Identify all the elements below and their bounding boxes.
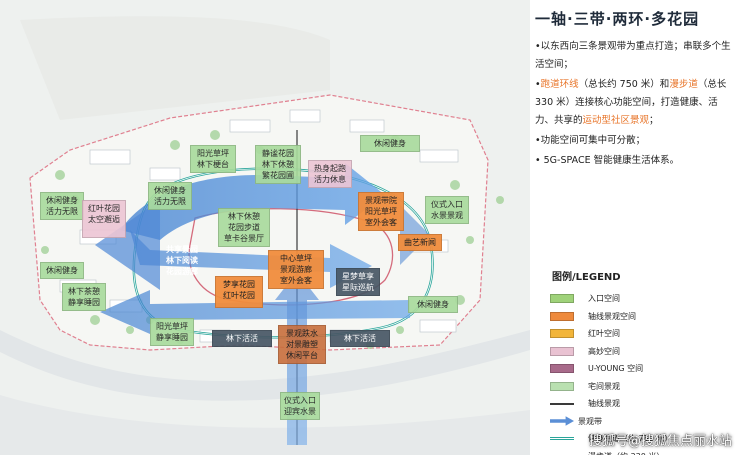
map-label: 仪式入口 水景景观 (425, 196, 469, 224)
map-label: 休闲健身 (40, 262, 84, 279)
map-label: 林下休憩 花园步道 草卡谷景厅 (218, 208, 270, 247)
bullet-highlight: 运动型社区景观 (582, 115, 650, 126)
bullet-item: •功能空间可集中可分散； (535, 132, 735, 150)
legend-label: 轴线景观 (588, 399, 620, 409)
legend-swatch (550, 329, 574, 339)
map-label: 林下活活 (330, 330, 390, 347)
legend-label: 红叶空间 (588, 329, 620, 339)
legend-label: U-YOUNG 空间 (588, 364, 644, 374)
bullet-text: • (535, 79, 541, 90)
bullet-text: • 5G-SPACE 智能健康生活体系。 (535, 155, 680, 166)
map-label: 静谧花园 林下休憩 繁花园圃 (255, 145, 301, 184)
legend-label: 高妙空间 (588, 346, 620, 356)
bullet-text: （总长约 750 米）和 (578, 79, 670, 90)
legend-swatch (550, 381, 574, 391)
legend-item: 景观带 (550, 413, 735, 431)
legend-label: 轴线景观空间 (588, 311, 636, 321)
legend-label: 景观带 (578, 416, 602, 426)
legend-swatch (550, 364, 574, 374)
map-label: 星梦草享 星际巡航 (336, 268, 380, 296)
map-label: 景观跌水 对景雕塑 休闲平台 (278, 325, 326, 364)
map-label: 休闲健身 (408, 296, 458, 313)
legend-item: 红叶空间 (550, 325, 735, 343)
legend-item: 高妙空间 (550, 343, 735, 361)
bullet-text: •功能空间可集中可分散； (535, 135, 646, 146)
bullet-item: • 5G-SPACE 智能健康生活体系。 (535, 152, 735, 170)
map-label: 仪式入口 迎宾水景 (280, 392, 320, 420)
bullet-item: •以东西向三条景观带为重点打造；串联多个生活空间； (535, 38, 735, 74)
site-plan: 阳光草坪 林下梗台 静谧花园 林下休憩 繁花园圃 热身起跑 活力休息 休闲健身 … (0, 0, 530, 455)
legend-double-line (550, 437, 574, 441)
site-plan-drawing (0, 94, 530, 445)
legend-item: 轴线景观 (550, 395, 735, 413)
map-label: 曲艺新闻 (398, 234, 442, 251)
map-label: 休闲健身 (360, 135, 420, 152)
map-label: 中心草坪 景观游廊 室外会客 (268, 250, 324, 289)
legend-arrow-icon (550, 416, 574, 427)
watermark: 搜狐号@搜狐焦点丽水站 (588, 434, 732, 449)
bullet-text: （总长 330 米）连接核心功能空间，打造健康、活力、共享的 (535, 79, 727, 126)
bullet-highlight: 跑道环线 (540, 79, 579, 90)
map-label: 休闲健身 活力无限 (148, 182, 192, 210)
map-label: 共享景园 林下阅读 花园游廊 (166, 245, 198, 276)
bullet-text: ； (649, 115, 659, 126)
bullet-text: •以东西向三条景观带为重点打造；串联多个生活空间； (535, 41, 731, 70)
legend: 入口空间轴线景观空间红叶空间高妙空间 U-YOUNG 空间宅间景观轴线景观景观带健… (550, 290, 735, 455)
legend-item: U-YOUNG 空间 (550, 360, 735, 378)
map-label: 林下茶憩 静享睡园 (62, 283, 106, 311)
legend-item: 轴线景观空间 (550, 308, 735, 326)
legend-label: 健身跑道（约 750 米） (588, 434, 673, 444)
bullet-list: •以东西向三条景观带为重点打造；串联多个生活空间； •跑道环线（总长约 750 … (535, 38, 735, 172)
map-label: 景观带院 阳光草坪 室外会客 (358, 192, 404, 231)
map-label: 阳光草坪 林下梗台 (190, 145, 236, 173)
legend-label: 宅间景观 (588, 381, 620, 391)
legend-label: 漫步道（约 330 米） (588, 451, 664, 455)
map-label: 热身起跑 活力休息 (308, 160, 352, 188)
info-panel: 一轴·三带·两环·多花园 •以东西向三条景观带为重点打造；串联多个生活空间； •… (530, 0, 740, 455)
legend-line (550, 402, 574, 405)
legend-item: 健身跑道（约 750 米） (550, 430, 735, 448)
bullet-item: •跑道环线（总长约 750 米）和漫步道（总长 330 米）连接核心功能空间，打… (535, 76, 735, 130)
map-label: 红叶花园 太空邂逅 (82, 200, 126, 238)
legend-swatch (550, 311, 574, 321)
map-label: 林下活活 (212, 330, 272, 347)
legend-title: 图例/LEGEND (552, 272, 621, 283)
legend-swatch (550, 294, 574, 304)
map-label: 梦享花园 红叶花园 (215, 276, 263, 308)
legend-swatch (550, 346, 574, 356)
legend-item: 宅间景观 (550, 378, 735, 396)
map-label: 休闲健身 活力无限 (40, 192, 84, 220)
bullet-highlight: 漫步道 (669, 79, 698, 90)
legend-item: 漫步道（约 330 米） (550, 448, 735, 455)
panel-title: 一轴·三带·两环·多花园 (535, 10, 700, 28)
legend-label: 入口空间 (588, 294, 620, 304)
legend-item: 入口空间 (550, 290, 735, 308)
map-label: 阳光草坪 静享睡园 (150, 318, 194, 346)
